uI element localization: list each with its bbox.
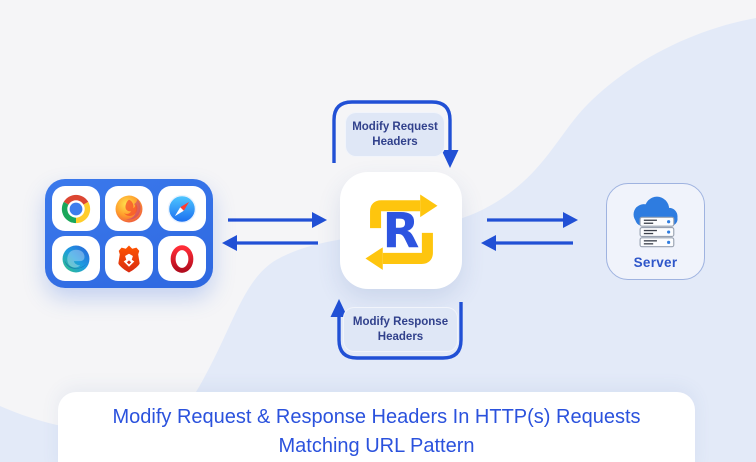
server-cloud-icon — [633, 196, 678, 248]
logo-loop-bottom — [382, 232, 433, 264]
browser-tile-firefox — [105, 186, 153, 231]
title-line1: Modify Request & Response Headers In HTT… — [112, 406, 641, 428]
title-line2: Matching URL Pattern — [278, 435, 475, 457]
response-headers-label: Modify Response Headers — [343, 307, 458, 352]
response-headers-label-line1: Modify Response — [352, 315, 449, 328]
request-headers-label: Modify Request Headers — [345, 112, 445, 157]
browser-tile-edge — [52, 236, 100, 281]
request-headers-label-line1: Modify Request — [352, 120, 438, 133]
opera-icon — [170, 244, 194, 273]
logo-arrowhead-right-icon — [420, 194, 438, 217]
firefox-icon — [115, 195, 143, 222]
server-rack-icon — [639, 216, 674, 248]
request-headers-label-line2: Headers — [372, 135, 418, 148]
brave-icon — [118, 245, 140, 272]
server-card: Server — [606, 183, 705, 280]
response-headers-label-line2: Headers — [377, 330, 424, 343]
chrome-icon — [61, 194, 91, 223]
requestly-logo-card: R — [340, 172, 462, 289]
requestly-logo-icon: R — [365, 194, 438, 270]
logo-loop-top — [370, 199, 421, 228]
server-label: Server — [633, 255, 678, 270]
browser-tile-safari — [158, 186, 206, 231]
browser-tile-opera — [158, 236, 206, 281]
logo-arrowhead-left-icon — [365, 246, 383, 270]
browser-tile-chrome — [52, 186, 100, 231]
browser-tile-brave — [105, 236, 153, 281]
logo-letter: R — [383, 203, 420, 259]
title-card: Modify Request & Response Headers In HTT… — [58, 392, 695, 462]
browser-grid — [45, 179, 213, 288]
edge-icon — [62, 245, 90, 272]
safari-icon — [167, 194, 197, 223]
